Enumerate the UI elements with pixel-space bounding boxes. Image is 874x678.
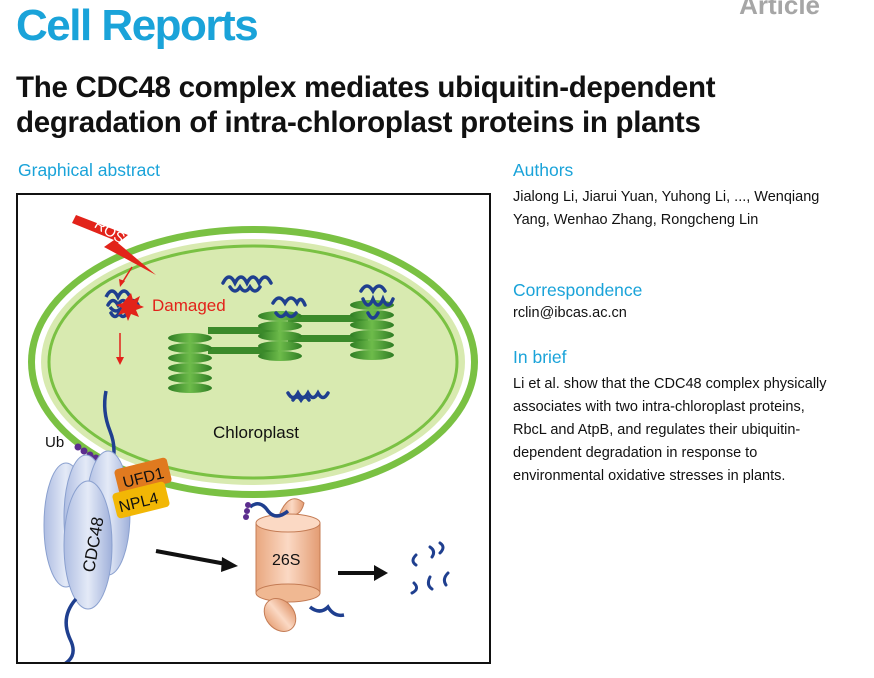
thylakoid-stacks xyxy=(168,300,394,393)
authors-list: Jialong Li, Jiarui Yuan, Yuhong Li, ...,… xyxy=(513,189,820,228)
cdc48-tail-chain xyxy=(64,597,78,662)
exiting-chain xyxy=(308,604,345,618)
journal-name: Cell Reports xyxy=(16,1,259,50)
chloroplast-label: Chloroplast xyxy=(213,423,299,442)
graphical-abstract-heading: Graphical abstract xyxy=(18,160,161,180)
grana-stack-left xyxy=(168,333,212,393)
graphical-abstract-figure: ROS Damaged Chloroplast Ub xyxy=(16,193,491,664)
abstract-diagram: ROS Damaged Chloroplast Ub xyxy=(28,215,478,662)
ub-label: Ub xyxy=(45,434,64,451)
ros-label: ROS xyxy=(91,216,128,248)
article-title: The CDC48 complex mediates ubiquitin-dep… xyxy=(16,71,716,139)
grana-stack-right xyxy=(350,300,394,360)
grana-stack-middle xyxy=(258,311,302,361)
in-brief-heading: In brief xyxy=(513,347,567,367)
correspondence-heading: Correspondence xyxy=(513,280,643,300)
ros-arrow xyxy=(121,266,133,284)
process-arrow-1 xyxy=(155,549,238,572)
peptide-fragments xyxy=(410,541,450,595)
substrate-entering-chain xyxy=(248,502,290,518)
chloroplast xyxy=(28,226,478,498)
proteasome-26s: 26S xyxy=(255,498,321,632)
damage-burst-icon xyxy=(116,293,144,321)
proteasome-ubiquitin xyxy=(243,502,251,520)
in-brief-text: Li et al. show that the CDC48 complex ph… xyxy=(513,376,827,484)
article-type-label: Article xyxy=(739,0,820,20)
proteasome-label: 26S xyxy=(272,552,300,569)
process-arrow-2 xyxy=(338,565,388,581)
correspondence-email[interactable]: rclin@ibcas.ac.cn xyxy=(513,305,627,321)
damaged-label: Damaged xyxy=(152,296,226,315)
ros-lightning-icon: ROS xyxy=(72,215,156,275)
authors-heading: Authors xyxy=(513,160,574,180)
damaged-protein xyxy=(104,289,144,321)
